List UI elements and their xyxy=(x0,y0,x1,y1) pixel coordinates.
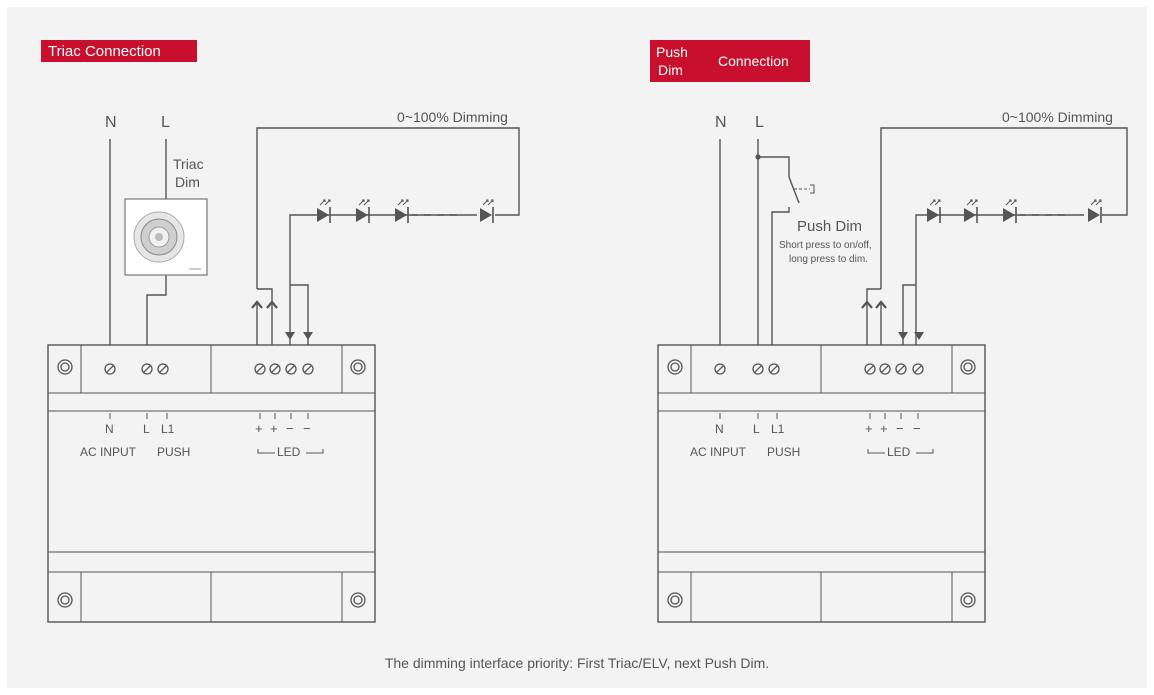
arrow-down-icon xyxy=(898,332,908,340)
diagram-tag: Push Dim Connection xyxy=(650,40,810,82)
led-icon xyxy=(963,199,978,224)
push-label: PUSH xyxy=(767,445,800,459)
led-string-wire xyxy=(915,214,1084,345)
wiring-diagrams: Triac Connection N L Triac Dim 0~100% xyxy=(41,40,1128,671)
led-plus-join xyxy=(257,288,273,303)
led-minus-wire xyxy=(290,284,309,345)
led-icon xyxy=(1087,199,1102,224)
led-terminal-label: LED xyxy=(887,445,911,459)
led-icon xyxy=(316,199,331,224)
terminal-l-label: L xyxy=(143,422,150,436)
terminal-plus-label: + xyxy=(865,421,873,436)
terminal-plus-label: + xyxy=(255,421,263,436)
diagram-canvas: Triac Connection N L Triac Dim 0~100% xyxy=(7,7,1147,688)
led-icon xyxy=(355,199,370,224)
terminal-plus-label: + xyxy=(270,421,278,436)
tag-text-line2: Dim xyxy=(658,62,683,78)
tag-text-connection: Connection xyxy=(718,53,789,69)
ac-input-label: AC INPUT xyxy=(690,445,747,459)
led-loop-wire-top xyxy=(256,127,520,289)
controller-box xyxy=(47,344,376,623)
terminal-n-label: N xyxy=(715,422,724,436)
led-loop-wire-top xyxy=(880,127,1128,289)
arrow-down-icon xyxy=(303,332,313,340)
triac-dimmer-image xyxy=(124,198,208,276)
tag-text: Triac Connection xyxy=(48,43,161,60)
dimmer-label-line1: Triac xyxy=(173,156,204,172)
terminal-l-label: L xyxy=(753,422,760,436)
ac-input-label: AC INPUT xyxy=(80,445,137,459)
led-plus-join xyxy=(866,288,881,303)
led-icon xyxy=(926,199,941,224)
push-note-line1: Short press to on/off, xyxy=(779,240,872,251)
push-dim-connection-diagram: Push Dim Connection N L Push Dim Short p… xyxy=(650,40,1128,623)
neutral-label: N xyxy=(715,114,727,131)
arrow-down-icon xyxy=(285,332,295,340)
terminal-minus-label: − xyxy=(913,421,921,436)
terminal-n-label: N xyxy=(105,422,114,436)
push-switch-icon xyxy=(758,156,815,345)
led-icon xyxy=(1002,199,1017,224)
dimming-range-label: 0~100% Dimming xyxy=(1002,109,1113,125)
terminal-minus-label: − xyxy=(286,421,294,436)
neutral-label: N xyxy=(105,114,117,131)
terminal-l1-label: L1 xyxy=(161,422,175,436)
led-minus-wire xyxy=(902,284,916,345)
terminal-minus-label: − xyxy=(303,421,311,436)
live-wire-out xyxy=(146,275,167,345)
tag-text-line1: Push xyxy=(656,44,688,60)
diagram-tag: Triac Connection xyxy=(41,40,197,62)
controller-box xyxy=(657,344,986,623)
led-icon xyxy=(394,199,409,224)
push-note-line2: long press to dim. xyxy=(789,254,868,265)
led-string-wire xyxy=(289,214,477,345)
live-label: L xyxy=(755,114,764,131)
priority-note: The dimming interface priority: First Tr… xyxy=(385,655,769,671)
terminal-l1-label: L1 xyxy=(771,422,785,436)
led-terminal-label: LED xyxy=(277,445,301,459)
dimming-range-label: 0~100% Dimming xyxy=(397,109,508,125)
dimmer-label-line2: Dim xyxy=(175,174,200,190)
push-label: PUSH xyxy=(157,445,190,459)
triac-connection-diagram: Triac Connection N L Triac Dim 0~100% xyxy=(41,40,520,623)
terminal-minus-label: − xyxy=(896,421,904,436)
push-dim-label: Push Dim xyxy=(797,218,862,235)
live-label: L xyxy=(161,114,170,131)
led-icon xyxy=(479,199,494,224)
terminal-plus-label: + xyxy=(880,421,888,436)
